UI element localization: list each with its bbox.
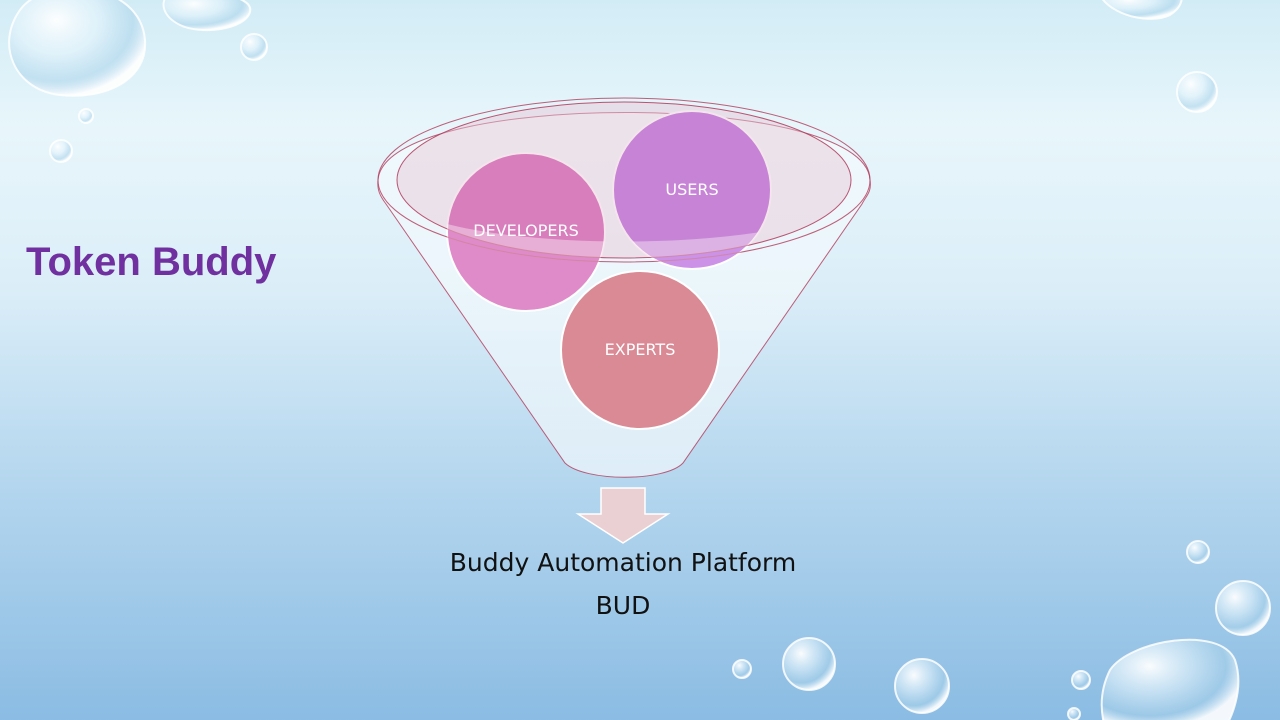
water-droplets [8,0,1271,720]
droplet-bottom-4 [1071,670,1091,690]
droplet-right-3 [1215,580,1271,636]
caption-platform-acronym: BUD [595,591,651,620]
droplet-small-3 [49,139,73,163]
funnel-rim-outer [377,97,871,263]
droplet-bottom-right-large [1100,638,1240,720]
droplet-small-1 [240,33,268,61]
funnel-rim-inner [396,101,852,259]
caption-platform-name: Buddy Automation Platform [449,548,797,577]
droplet-bottom-2 [732,659,752,679]
droplet-bottom-1 [782,637,836,691]
circle-developers [446,152,606,312]
circle-experts [560,270,720,430]
droplet-large-top-left [8,0,147,97]
circle-labels: DEVELOPERS USERS EXPERTS [473,180,718,359]
label-users: USERS [665,180,718,199]
droplet-top-left-2 [162,0,252,32]
droplet-right-1 [1176,71,1218,113]
droplet-right-2 [1186,540,1210,564]
droplet-small-2 [78,108,94,124]
droplet-bottom-5 [1067,707,1081,720]
droplet-bottom-3 [894,658,950,714]
circle-users [612,110,772,270]
label-experts: EXPERTS [605,340,676,359]
funnel-circles [446,110,772,430]
down-arrow-icon [575,487,671,544]
label-developers: DEVELOPERS [473,221,578,240]
slide-title: Token Buddy [26,240,277,284]
funnel-mouth [377,97,871,263]
droplet-top-right [1102,0,1183,20]
